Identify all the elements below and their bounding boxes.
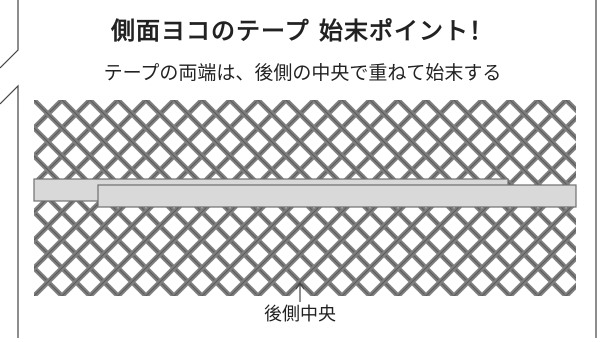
mesh-strand bbox=[0, 100, 6, 296]
mesh-strand-edge bbox=[537, 257, 576, 296]
mesh-strand bbox=[34, 292, 36, 296]
diagram-title: 側面ヨコのテープ 始末ポイント！ bbox=[111, 17, 494, 45]
mesh-strand bbox=[0, 100, 6, 296]
mesh-strand-edge bbox=[481, 100, 576, 195]
mesh-strand-edge bbox=[34, 211, 119, 296]
mesh-strand-edge bbox=[34, 295, 35, 296]
frame-left-lower-line bbox=[0, 84, 19, 338]
mesh-strand-edge bbox=[481, 201, 576, 296]
mesh-strand-edge bbox=[509, 100, 576, 167]
mesh-strand-edge bbox=[537, 100, 576, 139]
mesh-strand bbox=[34, 100, 36, 104]
mesh-strand-edge bbox=[0, 100, 6, 296]
mesh-strand-edge bbox=[34, 239, 91, 296]
mesh-strand-edge bbox=[34, 100, 91, 157]
tape-right-end bbox=[97, 184, 577, 208]
mesh-strand-edge bbox=[0, 100, 6, 296]
frame-left-upper-line bbox=[0, 0, 19, 69]
diagram-subtitle: テープの両端は、後側の中央で重ねて始末する bbox=[103, 62, 502, 84]
arrow-back-center bbox=[295, 281, 305, 302]
tape-group bbox=[33, 178, 577, 208]
mesh-strand-edge bbox=[34, 100, 119, 185]
mesh-strand-edge bbox=[34, 100, 35, 101]
label-back-center: 後側中央 bbox=[264, 304, 336, 325]
mesh-strand-edge bbox=[509, 229, 576, 296]
